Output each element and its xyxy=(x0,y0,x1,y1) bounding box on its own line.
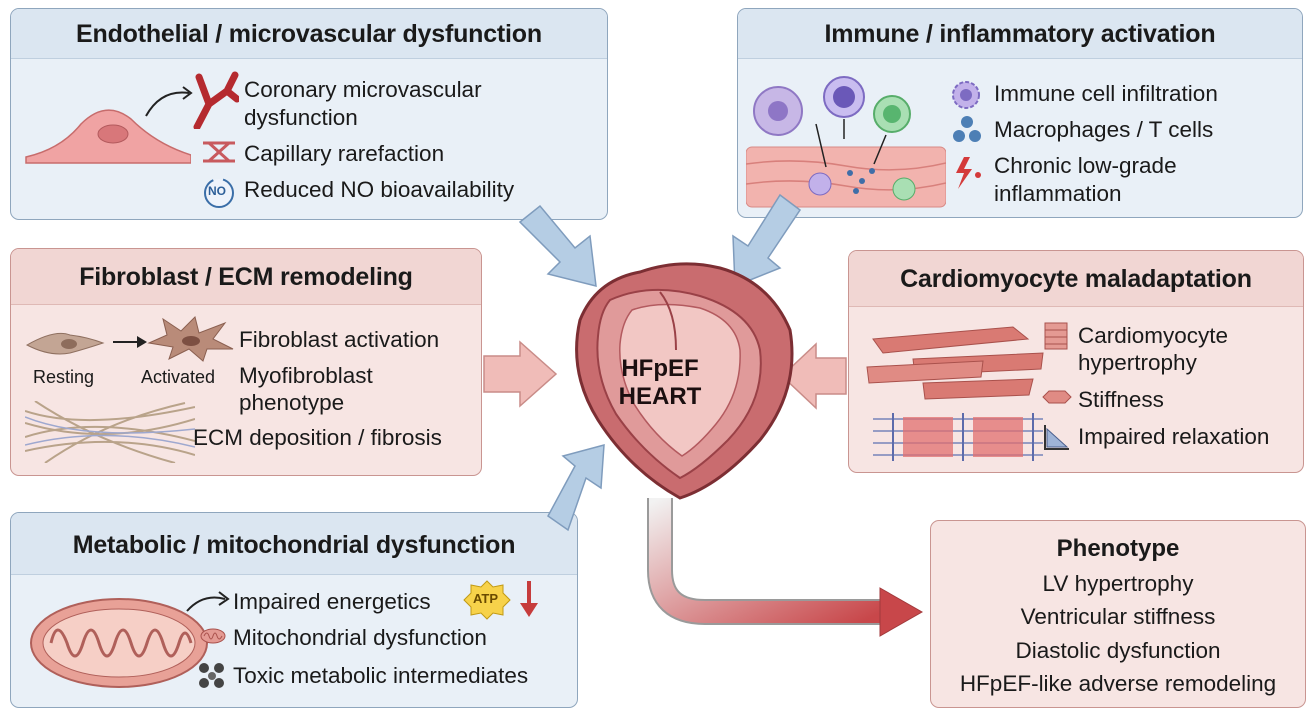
activated-label: Activated xyxy=(141,367,216,387)
card-item1-line1: Cardiomyocyte xyxy=(1078,323,1229,348)
heart-label-line1: HFpEF xyxy=(621,355,699,382)
no-badge-label: NO xyxy=(208,184,226,198)
endothelial-cell-icon xyxy=(25,109,191,164)
endo-item1-line1: Coronary microvascular xyxy=(244,77,482,102)
metabolic-title: Metabolic / mitochondrial dysfunction xyxy=(11,513,577,575)
endothelial-panel: Endothelial / microvascular dysfunction … xyxy=(10,8,608,220)
meta-item1: Impaired energetics xyxy=(233,589,431,614)
card-item2: Stiffness xyxy=(1078,387,1164,412)
immune-infiltration-illustration xyxy=(746,76,946,208)
inflammation-icon xyxy=(956,157,981,189)
immune-item3-line2: inflammation xyxy=(994,181,1122,206)
fib-item2-line1: Myofibroblast xyxy=(239,363,373,388)
curved-arrow-icon xyxy=(145,86,193,117)
mitochondrion-icon xyxy=(30,598,208,688)
endo-item2: Capillary rarefaction xyxy=(244,141,445,166)
immune-item2: Macrophages / T cells xyxy=(994,117,1214,142)
down-arrow-icon xyxy=(520,581,538,617)
heart-label: HFpEF HEART xyxy=(600,355,720,411)
activated-fibroblast-icon xyxy=(147,316,234,362)
cardiomyocyte-panel: Cardiomyocyte maladaptation Cardiomyocyt… xyxy=(848,250,1304,473)
atp-badge-label: ATP xyxy=(473,591,499,606)
atp-badge-icon xyxy=(463,580,511,620)
arrow-icon xyxy=(113,336,147,348)
meta-item3: Toxic metabolic intermediates xyxy=(233,663,529,688)
immune-panel: Immune / inflammatory activation Immune … xyxy=(737,8,1303,218)
resting-fibroblast-icon xyxy=(25,332,105,355)
phenotype-item: LV hypertrophy xyxy=(1042,571,1194,596)
stiffness-icon xyxy=(1042,390,1072,404)
ecm-fibers-icon xyxy=(25,401,195,463)
impaired-relaxation-icon xyxy=(1044,425,1069,450)
mitochondrion-small-icon xyxy=(200,628,226,644)
no-molecule-icon xyxy=(204,178,234,208)
fib-item3: ECM deposition / fibrosis xyxy=(193,425,442,450)
immune-item3-line1: Chronic low-grade xyxy=(994,153,1177,178)
meta-item2: Mitochondrial dysfunction xyxy=(233,625,487,650)
toxic-intermediates-icon xyxy=(199,663,224,688)
endo-item1-line2: dysfunction xyxy=(244,105,358,130)
metabolic-panel: Metabolic / mitochondrial dysfunction Im… xyxy=(10,512,578,708)
phenotype-title: Phenotype xyxy=(1056,535,1180,562)
card-item3: Impaired relaxation xyxy=(1078,424,1270,449)
phenotype-item: Diastolic dysfunction xyxy=(1015,638,1221,663)
capillary-rarefaction-icon xyxy=(203,141,235,163)
cardiomyocyte-illustration xyxy=(866,326,1044,461)
endo-item3: Reduced NO bioavailability xyxy=(244,177,515,202)
heart-label-line2: HEART xyxy=(618,383,702,410)
macrophage-t-cell-icon xyxy=(953,116,981,142)
immune-cell-icon xyxy=(952,81,980,109)
fib-item1: Fibroblast activation xyxy=(239,327,440,352)
card-item1-line2: hypertrophy xyxy=(1078,350,1197,375)
resting-label: Resting xyxy=(33,367,95,387)
phenotype-panel: Phenotype LV hypertrophy Ventricular sti… xyxy=(930,520,1306,708)
arrow-from-fibroblast xyxy=(483,340,558,408)
arrow-to-phenotype xyxy=(647,498,924,637)
cardiomyocyte-title: Cardiomyocyte maladaptation xyxy=(849,251,1303,307)
arrow-from-cardiomyocyte xyxy=(780,342,847,410)
fibroblast-title: Fibroblast / ECM remodeling xyxy=(11,249,481,305)
hypertrophy-icon xyxy=(1044,322,1068,350)
fibroblast-panel: Fibroblast / ECM remodeling Resting Acti… xyxy=(10,248,482,476)
immune-item1: Immune cell infiltration xyxy=(994,81,1218,106)
curved-arrow-icon xyxy=(186,591,230,612)
endothelial-title: Endothelial / microvascular dysfunction xyxy=(11,9,607,59)
fib-item2-line2: phenotype xyxy=(239,390,345,415)
blood-vessel-icon xyxy=(193,71,239,129)
phenotype-item: HFpEF-like adverse remodeling xyxy=(959,671,1277,696)
immune-title: Immune / inflammatory activation xyxy=(738,9,1302,59)
phenotype-item: Ventricular stiffness xyxy=(1020,604,1216,629)
